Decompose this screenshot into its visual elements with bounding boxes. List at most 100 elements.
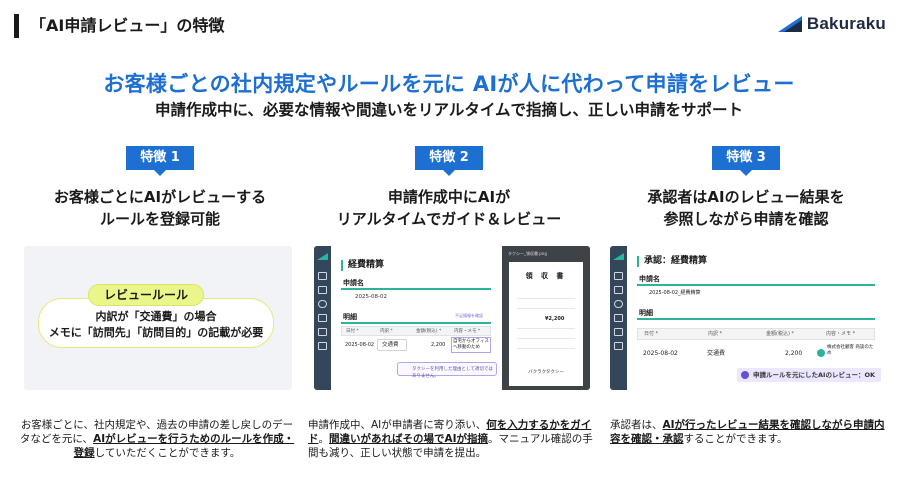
receipt-filename: タクシー_領収書.png xyxy=(508,251,547,256)
feature-1-title-line2: ルールを登録可能 xyxy=(99,210,220,228)
detail-table-header: 日付 * 内訳 * 金額(税込) * 内容・メモ * xyxy=(637,328,875,340)
col-category: 内訳 * xyxy=(708,331,723,337)
app-side-rail xyxy=(314,246,331,390)
desc-text: 。マニュアル確認の手間も減り、正しい状態で申請を提出。 xyxy=(308,433,593,459)
document-icon[interactable] xyxy=(318,286,327,294)
detail-label: 明細 xyxy=(639,309,653,317)
feature-1-title-line1: お客様ごとにAIがレビューする xyxy=(53,188,267,206)
app-logo-icon xyxy=(317,253,328,260)
name-underline xyxy=(637,284,875,286)
feature-1-header: 特徴 1 お客様ごとにAIがレビューする ルールを登録可能 xyxy=(12,146,308,230)
detail-label: 明細 xyxy=(343,313,357,321)
name-label: 申請名 xyxy=(639,275,660,283)
name-value: 2025-08-02_経費精算 xyxy=(649,290,701,296)
ai-review-hint: タクシーを利用した理由として適切ではありません。 xyxy=(397,362,497,379)
detail-underline xyxy=(341,322,491,324)
feature-3-title-line2: 参照しながら申請を確認 xyxy=(663,210,829,228)
receipt-amount: ¥2,200 xyxy=(545,316,565,322)
col-memo: 内容・メモ * xyxy=(454,329,481,334)
approver-screenshot: 承認：経費精算 申請名 2025-08-02_経費精算 明細 日付 * 内訳 *… xyxy=(610,246,882,390)
col-amount: 金額(税込) * xyxy=(766,331,794,337)
badge-pointer xyxy=(443,170,455,176)
feature-3-description: 承認者は、AIが行ったレビュー結果を確認しながら申請内容を確認・承認することがで… xyxy=(610,418,888,446)
col-date: 日付 * xyxy=(644,331,659,337)
badge-pointer xyxy=(154,170,166,176)
feature-2-title-line1: 申請作成中にAIが xyxy=(387,188,511,206)
folder-icon[interactable] xyxy=(318,328,327,336)
desc-text: することができます。 xyxy=(683,433,788,445)
name-input[interactable]: 2025-08-02 xyxy=(351,292,487,304)
receipt-line xyxy=(517,298,575,299)
desc-emphasis: AIが行ったレビュー結果を確認しながら申請内容を確認・承認 xyxy=(610,419,885,445)
desc-text: 申請作成中、AIが申請者に寄り添い、 xyxy=(308,419,487,431)
feature-2-title: 申請作成中にAIが リアルタイムでガイド＆レビュー xyxy=(301,186,597,230)
col-amount: 金額(税込) * xyxy=(416,329,442,334)
desc-emphasis: AIがレビューを行うためのルールを作成・登録 xyxy=(73,433,295,459)
feature-3-badge: 特徴 3 xyxy=(712,146,780,170)
row-date: 2025-08-02 xyxy=(643,350,678,357)
page-title: 「AI申請レビュー」の特徴 xyxy=(30,16,225,35)
row-date: 2025-08-02 xyxy=(345,342,375,348)
form-title: 経費精算 xyxy=(341,260,384,271)
receipt-company: バクラクタクシー xyxy=(528,370,564,375)
feature-1-description: お客様ごとに、社内規定や、過去の申請の差し戻しのデータなどを元に、AIがレビュー… xyxy=(16,418,298,460)
brand-logo: Bakuraku xyxy=(777,14,886,34)
desc-text: お客様ごとに、社内規定や、過去の申請の差し戻しのデータなどを元に、 xyxy=(19,419,294,445)
feature-3-title-line1: 承認者はAIのレビュー結果を xyxy=(647,188,845,206)
rule-line-1: 内訳が「交通費」の場合 xyxy=(95,310,217,323)
receipt-image: 領 収 書 ¥2,200 バクラクタクシー xyxy=(509,262,583,386)
row-memo[interactable]: 自宅からオフィス へ移動のため xyxy=(451,337,491,353)
check-circle-icon[interactable] xyxy=(614,300,623,308)
bakuraku-logo-icon xyxy=(777,16,802,32)
row-category: 交通費 xyxy=(707,350,726,357)
missing-info-link[interactable]: 不足情報を確認 xyxy=(455,313,483,318)
col-date: 日付 * xyxy=(346,329,359,334)
feature-2-header: 特徴 2 申請作成中にAIが リアルタイムでガイド＆レビュー xyxy=(301,146,597,230)
app-logo-icon xyxy=(613,253,624,260)
feature-2-description: 申請作成中、AIが申請者に寄り添い、何を入力するかをガイド。間違いがあればその場… xyxy=(308,418,600,460)
receipt-line xyxy=(517,308,575,309)
feature-3-title: 承認者はAIのレビュー結果を 参照しながら申請を確認 xyxy=(598,186,894,230)
receipt-line xyxy=(517,328,575,329)
form-area: 経費精算 申請名 2025-08-02 明細 不足情報を確認 日付 * 内訳 *… xyxy=(331,246,502,390)
check-circle-icon[interactable] xyxy=(318,300,327,308)
receipt-line xyxy=(517,348,575,349)
desc-text: 。 xyxy=(318,433,330,445)
desc-emphasis: 何を入力するかをガイド xyxy=(308,419,592,445)
approval-area: 承認：経費精算 申請名 2025-08-02_経費精算 明細 日付 * 内訳 *… xyxy=(627,246,882,390)
edit-icon[interactable] xyxy=(614,272,623,280)
mail-icon[interactable] xyxy=(318,342,327,350)
name-label: 申請名 xyxy=(343,279,364,287)
row-memo: 株式会社顧客 商談のため xyxy=(827,345,874,356)
rule-line-2: メモに「訪問先」「訪問目的」の記載が必要 xyxy=(48,326,264,339)
row-category[interactable]: 交通費 xyxy=(377,339,407,351)
ai-sparkle-icon xyxy=(741,371,749,379)
rule-label-pill: レビュールール xyxy=(88,284,204,306)
row-amount: 2,200 xyxy=(431,342,446,348)
ai-check-icon xyxy=(817,349,825,357)
name-underline xyxy=(341,288,491,290)
receipt-line xyxy=(517,338,575,339)
col-memo: 内容・メモ * xyxy=(826,331,856,337)
mail-icon[interactable] xyxy=(614,342,623,350)
row-amount: 2,200 xyxy=(785,350,803,357)
folder-icon[interactable] xyxy=(614,328,623,336)
badge-pointer xyxy=(740,170,752,176)
ai-review-hint-text: タクシーを利用した理由として適切ではありません。 xyxy=(412,367,493,379)
feature-2-title-line2: リアルタイムでガイド＆レビュー xyxy=(336,210,562,228)
desc-text: していただくことができます。 xyxy=(94,447,241,459)
receipt-icon[interactable] xyxy=(614,314,623,322)
approval-title: 承認：経費精算 xyxy=(637,256,707,267)
ai-review-ok-chip[interactable]: 申請ルールを元にしたAIのレビュー：OK xyxy=(737,368,882,382)
ai-review-ok-text: 申請ルールを元にしたAIのレビュー：OK xyxy=(753,371,876,379)
desc-emphasis: 間違いがあればその場でAIが指摘 xyxy=(329,433,489,445)
logo-text: Bakuraku xyxy=(806,14,886,33)
receipt-icon[interactable] xyxy=(318,314,327,322)
subheadline: 申請作成中に、必要な情報や間違いをリアルタイムで指摘し、正しい申請をサポート xyxy=(154,101,744,119)
col-category: 内訳 * xyxy=(380,329,393,334)
rule-card: 内訳が「交通費」の場合 メモに「訪問先」「訪問目的」の記載が必要 xyxy=(38,298,274,348)
document-icon[interactable] xyxy=(614,286,623,294)
edit-icon[interactable] xyxy=(318,272,327,280)
app-side-rail xyxy=(610,246,627,390)
feature-1-badge: 特徴 1 xyxy=(126,146,194,170)
